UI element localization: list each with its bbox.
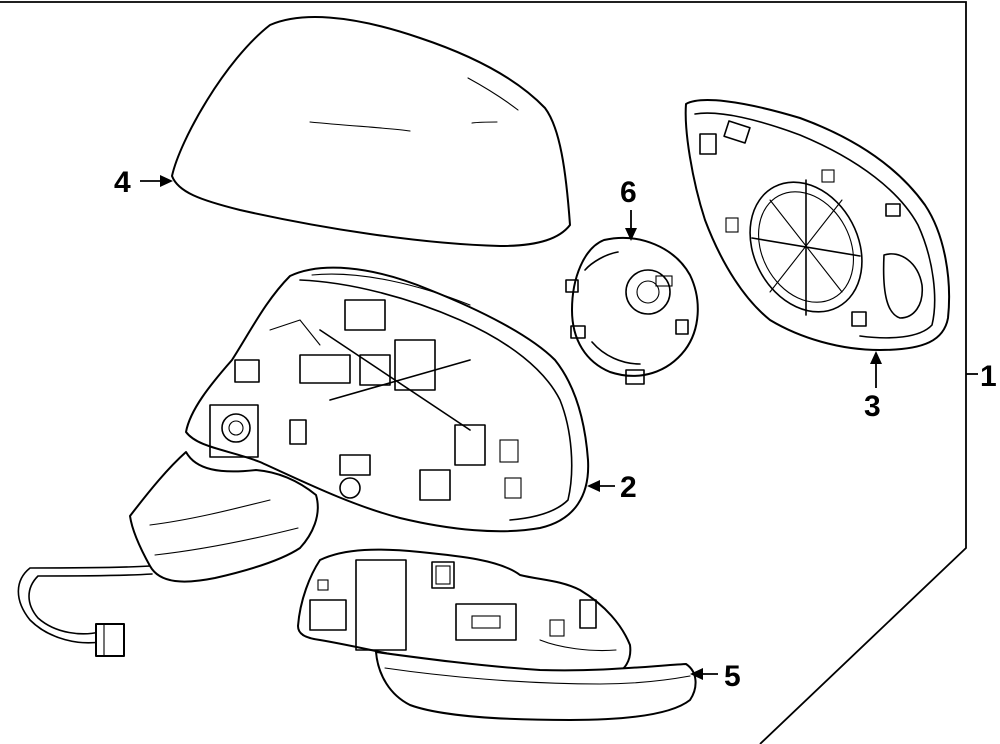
callout-2: 2 — [620, 471, 637, 504]
callout-1: 1 — [980, 360, 997, 393]
leader-6 — [625, 210, 637, 241]
leader-2 — [587, 480, 615, 492]
callout-4: 4 — [114, 166, 131, 199]
leader-5 — [690, 668, 718, 680]
part-6-actuator — [565, 236, 699, 385]
callout-3: 3 — [864, 390, 881, 423]
part-4-mirror-cover — [171, 16, 571, 247]
assembly-frame — [0, 1, 967, 744]
part-2-mirror-housing — [17, 266, 590, 657]
leader-3 — [870, 351, 882, 388]
callout-5: 5 — [724, 660, 741, 693]
leader-4 — [140, 175, 173, 187]
part-5-lower-cover — [297, 548, 697, 721]
part-3-mirror-glass — [684, 99, 951, 351]
callout-6: 6 — [620, 176, 637, 209]
